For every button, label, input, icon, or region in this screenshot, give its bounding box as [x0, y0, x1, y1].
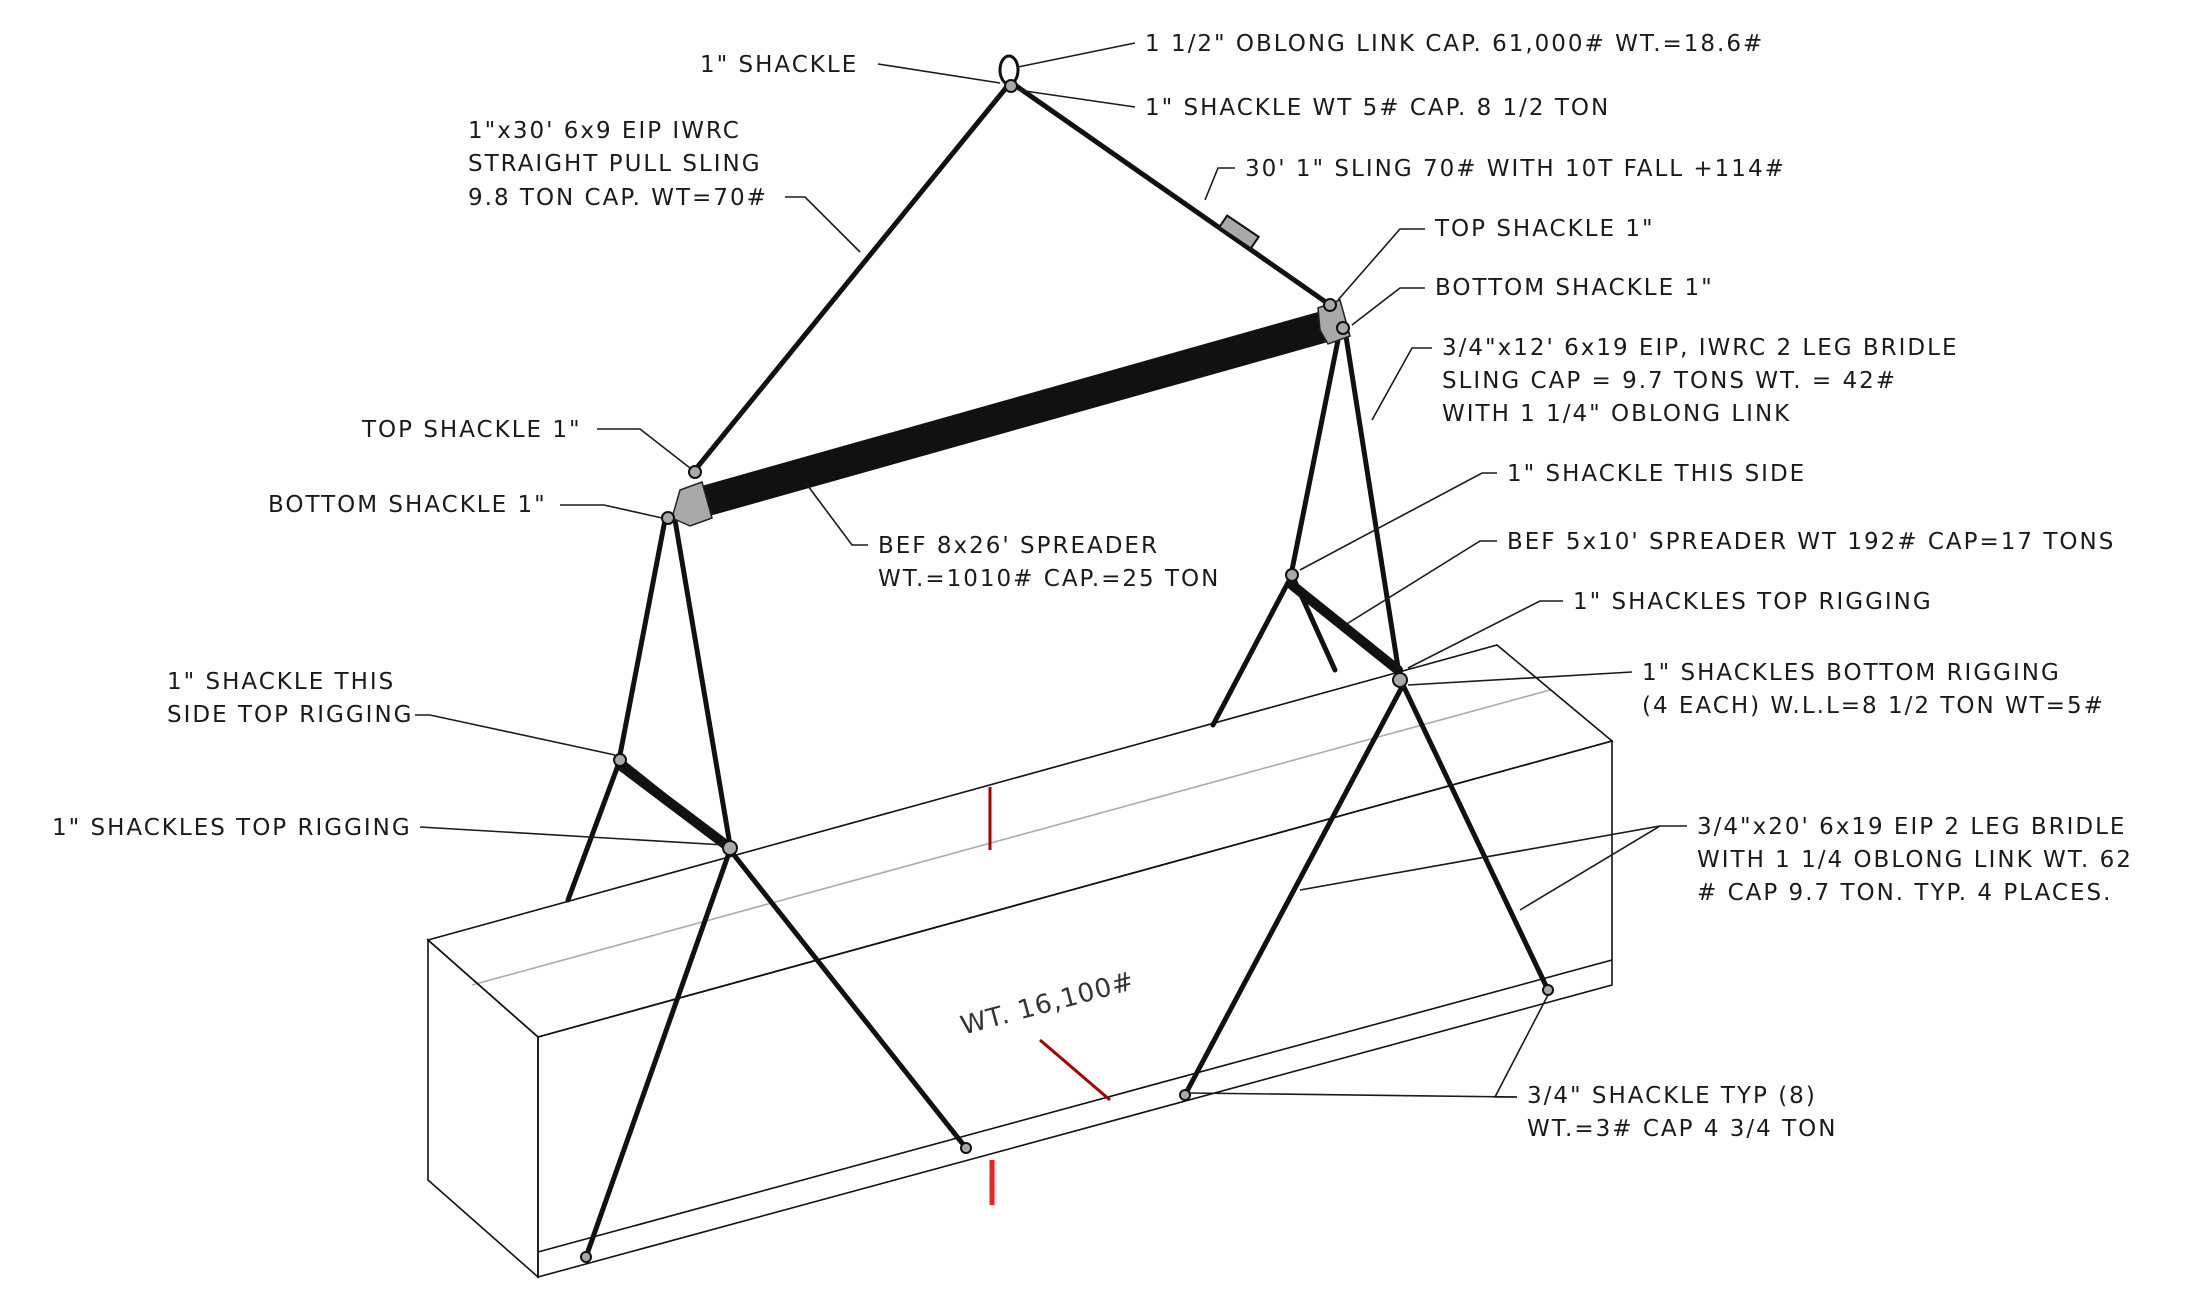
load-box: WT. 16,100#	[426, 644, 1614, 1279]
leader-bridle-12	[1371, 347, 1432, 421]
bridle-right-1	[1182, 682, 1406, 1098]
label-top-shackle-right: TOP SHACKLE 1"	[1434, 216, 1655, 242]
bridle-right-2	[1400, 682, 1551, 993]
label-bottom-shackle-right: BOTTOM SHACKLE 1"	[1435, 275, 1714, 301]
label-shackle-34-1: 3/4" SHACKLE TYP (8)	[1527, 1083, 1817, 1109]
right-drop-b	[1342, 327, 1403, 683]
label-shackle-wt5: 1" SHACKLE WT 5# CAP. 8 1/2 TON	[1145, 95, 1610, 121]
label-bridle-12-2: SLING CAP = 9.7 TONS WT. = 42#	[1442, 368, 1897, 394]
right-lower-a	[1210, 572, 1295, 728]
label-this-side-top-2: SIDE TOP RIGGING	[167, 702, 414, 728]
leader-top-shackle-left	[597, 428, 691, 469]
shackle-right-lower	[1392, 672, 1408, 688]
label-straight-sling-2: STRAIGHT PULL SLING	[468, 151, 762, 177]
shackle-left-lower	[722, 840, 738, 856]
leader-top-rigging-left	[419, 826, 726, 846]
label-spreader-8x26-2: WT.=1010# CAP.=25 TON	[878, 566, 1220, 592]
shackle-left-bottom	[661, 511, 675, 525]
leader-shackle-34-b	[1493, 994, 1549, 1098]
label-bottom-shackle-left: BOTTOM SHACKLE 1"	[268, 492, 547, 518]
box-front-mark	[1039, 1038, 1111, 1102]
label-spreader-8x26-1: BEF 8x26' SPREADER	[878, 533, 1159, 559]
sling-right-main	[1009, 80, 1333, 308]
label-top-rigging-left: 1" SHACKLES TOP RIGGING	[52, 815, 412, 841]
label-straight-sling-3: 9.8 TON CAP. WT=70#	[468, 185, 768, 211]
leader-bottom-shackle-right	[1351, 287, 1425, 326]
label-shackle-this-side: 1" SHACKLE THIS SIDE	[1507, 461, 1806, 487]
left-lower-a	[565, 757, 623, 903]
label-sling-30: 30' 1" SLING 70# WITH 10T FALL +114#	[1245, 156, 1786, 182]
label-bottom-rigging-1: 1" SHACKLES BOTTOM RIGGING	[1642, 660, 2061, 686]
shackle-right-top	[1323, 298, 1337, 312]
shackle-right-bottom	[1336, 321, 1350, 335]
spreader-8x26-bar	[698, 312, 1328, 517]
leader-oblong	[1017, 42, 1136, 68]
leader-shackle-wt5	[1017, 89, 1136, 108]
label-top-rigging-right: 1" SHACKLES TOP RIGGING	[1573, 589, 1933, 615]
left-drop-a	[617, 517, 668, 758]
shackle-34-4	[1542, 984, 1554, 996]
shackle-34-2	[960, 1142, 972, 1154]
label-oblong-link: 1 1/2" OBLONG LINK CAP. 61,000# WT.=18.6…	[1145, 31, 1764, 57]
label-spreader-5x10: BEF 5x10' SPREADER WT 192# CAP=17 TONS	[1507, 529, 2115, 555]
sling-left-main	[692, 80, 1013, 473]
label-this-side-top-1: 1" SHACKLE THIS	[167, 669, 395, 695]
left-drop-b	[672, 517, 733, 848]
label-bridle-20-2: WITH 1 1/4 OBLONG LINK WT. 62	[1697, 847, 2133, 873]
box-left-face	[427, 938, 539, 1279]
leader-bottom-shackle-left	[560, 504, 663, 519]
spreader-8x26	[671, 299, 1351, 527]
box-top-mid-line	[471, 689, 1551, 986]
leader-shackle-this-side	[1299, 472, 1497, 571]
leader-top-shackle-right	[1337, 228, 1425, 301]
shackle-34-1	[580, 1251, 592, 1263]
label-bridle-12-1: 3/4"x12' 6x19 EIP, IWRC 2 LEG BRIDLE	[1442, 335, 1959, 361]
leader-shackle-top	[877, 63, 1001, 84]
leader-straight-sling	[785, 196, 861, 253]
box-top-face	[426, 644, 1614, 1038]
text-labels: 1" SHACKLE 1 1/2" OBLONG LINK CAP. 61,00…	[52, 31, 2133, 1142]
label-straight-sling-1: 1"x30' 6x9 EIP IWRC	[468, 118, 741, 144]
spreader-8x26-left-end	[671, 481, 713, 527]
spreader-5x10	[1287, 580, 1403, 675]
bridle-left-1	[583, 847, 733, 1260]
leader-lines	[415, 42, 1687, 1098]
leader-bridle-20-b	[1519, 825, 1661, 911]
leader-spreader-5x10	[1344, 540, 1497, 626]
leader-spreader-8x26	[804, 481, 868, 546]
shackle-left-top	[688, 465, 702, 479]
hardware	[580, 54, 1554, 1263]
box-front-mid-line	[537, 959, 1613, 1253]
label-bottom-rigging-2: (4 EACH) W.L.L=8 1/2 TON WT=5#	[1642, 693, 2105, 719]
spreader-left-small	[615, 760, 735, 853]
label-shackle-top: 1" SHACKLE	[700, 52, 858, 78]
label-shackle-34-2: WT.=3# CAP 4 3/4 TON	[1527, 1116, 1837, 1142]
bridle-left-2	[727, 847, 969, 1151]
box-front-face	[537, 739, 1613, 1279]
label-top-shackle-left: TOP SHACKLE 1"	[361, 417, 582, 443]
label-bridle-12-3: WITH 1 1/4" OBLONG LINK	[1442, 401, 1791, 427]
top-shackle	[1004, 79, 1018, 93]
right-drop-a	[1289, 327, 1343, 573]
label-bridle-20-1: 3/4"x20' 6x19 EIP 2 LEG BRIDLE	[1697, 814, 2126, 840]
leader-sling-30	[1204, 167, 1235, 201]
leader-top-rigging-right	[1407, 600, 1563, 669]
weight-label-bg	[951, 969, 1105, 1041]
shackle-right-mid	[1285, 568, 1299, 582]
shackle-left-mid	[613, 753, 627, 767]
shackle-34-3	[1179, 1089, 1191, 1101]
label-bridle-20-3: # CAP 9.7 TON. TYP. 4 PLACES.	[1697, 880, 2112, 906]
leader-shackle-34-a	[1189, 1092, 1518, 1098]
leader-this-side-top	[415, 714, 616, 756]
sling-fall-block	[1217, 214, 1261, 250]
leader-bottom-rigging	[1407, 671, 1633, 686]
